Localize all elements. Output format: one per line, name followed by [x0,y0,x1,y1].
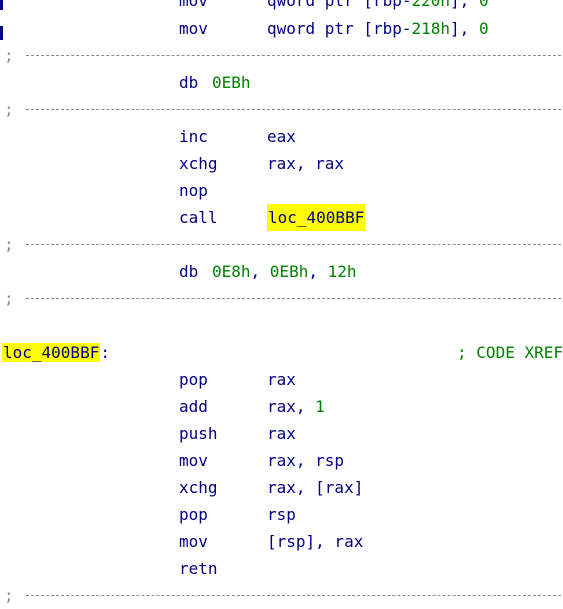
operand-number: 0E8h [212,262,251,281]
separator-semicolon: ; [4,586,14,605]
separator-semicolon: ; [4,289,14,308]
mnemonic: mov [179,19,208,38]
listing-line-add[interactable]: add rax, 1 [0,393,563,420]
listing-line-mov-218h[interactable]: mov qword ptr [rbp-218h], 0 [0,15,563,42]
mnemonic: retn [179,559,218,578]
operand-comma: , [308,262,328,281]
operands: rax [267,424,296,443]
separator-dashes [26,298,561,299]
operand-text: qword ptr [rbp- [267,0,412,10]
code-label-name[interactable]: loc_400BBF [2,343,101,362]
operand-number: 218h [411,19,451,38]
separator-line: ; [0,231,563,258]
xref-comment[interactable]: ; CODE XREF [457,343,563,362]
listing-line-mov-220h[interactable]: mov qword ptr [rbp-220h], 0 [0,0,563,14]
listing-line-retn[interactable]: retn [0,555,563,582]
separator-dashes [26,109,561,110]
separator-dashes [26,244,561,245]
gutter-mark-mid [0,26,3,40]
separator-dashes [26,595,561,596]
operand-text: ], [450,19,479,38]
mnemonic: pop [179,370,208,389]
separator-line: ; [0,96,563,123]
mnemonic: mov [179,0,208,10]
operand-number: 220h [411,0,451,10]
listing-line-push[interactable]: push rax [0,420,563,447]
operand-number: 12h [327,262,357,281]
mnemonic: nop [179,181,208,200]
code-label-line[interactable]: loc_400BBF: ; CODE XREF [0,339,563,366]
operand-text: qword ptr [rbp- [267,19,412,38]
listing-line-mov-mem[interactable]: mov [rsp], rax [0,528,563,555]
gutter-mark-top [0,0,3,10]
operand-number: 0EBh [212,73,251,92]
operands: qword ptr [rbp-220h], 0 [267,0,489,14]
operand-text: rax, [267,397,316,416]
mnemonic: db [179,262,199,281]
mnemonic: db [179,73,199,92]
operands: qword ptr [rbp-218h], 0 [267,15,489,42]
separator-semicolon: ; [4,235,14,254]
separator-dashes [26,55,561,56]
operand-comma: , [250,262,270,281]
mnemonic: mov [179,451,208,470]
call-target-link[interactable]: loc_400BBF [267,204,366,231]
mnemonic: call [179,208,218,227]
separator-line: ; [0,582,563,609]
mnemonic: pop [179,505,208,524]
mnemonic: mov [179,532,208,551]
operands: rax, rsp [267,451,345,470]
listing-line-pop-rsp[interactable]: pop rsp [0,501,563,528]
code-label-colon: : [100,343,110,362]
mnemonic: add [179,397,208,416]
operand-text: ], [450,0,479,10]
operands: rsp [267,505,296,524]
operands: rax, 1 [267,393,325,420]
separator-semicolon: ; [4,46,14,65]
operands: 0E8h, 0EBh, 12h [212,258,357,285]
mnemonic: xchg [179,478,218,497]
operands: rax, rax [267,154,345,173]
operands: eax [267,127,296,146]
mnemonic: xchg [179,154,218,173]
listing-line-mov-rsp[interactable]: mov rax, rsp [0,447,563,474]
listing-line-xchg[interactable]: xchg rax, rax [0,150,563,177]
operand-number: 0 [478,0,489,10]
operand-number: 0 [478,19,489,38]
listing-line-db-bytes[interactable]: db 0E8h, 0EBh, 12h [0,258,563,285]
operand-number: 0EBh [269,262,309,281]
separator-line: ; [0,42,563,69]
mnemonic: push [179,424,218,443]
separator-line: ; [0,285,563,312]
listing-line-call[interactable]: call loc_400BBF [0,204,563,231]
operand-number: 1 [315,397,325,416]
operands: [rsp], rax [267,532,364,551]
listing-line-nop[interactable]: nop [0,177,563,204]
separator-semicolon: ; [4,100,14,119]
mnemonic: inc [179,127,208,146]
listing-line-db[interactable]: db 0EBh [0,69,563,96]
listing-line-inc[interactable]: inc eax [0,123,563,150]
operands: rax [267,370,296,389]
operands: rax, [rax] [267,478,364,497]
code-label: loc_400BBF: [2,339,110,366]
listing-line-xchg-mem[interactable]: xchg rax, [rax] [0,474,563,501]
listing-line-pop[interactable]: pop rax [0,366,563,393]
